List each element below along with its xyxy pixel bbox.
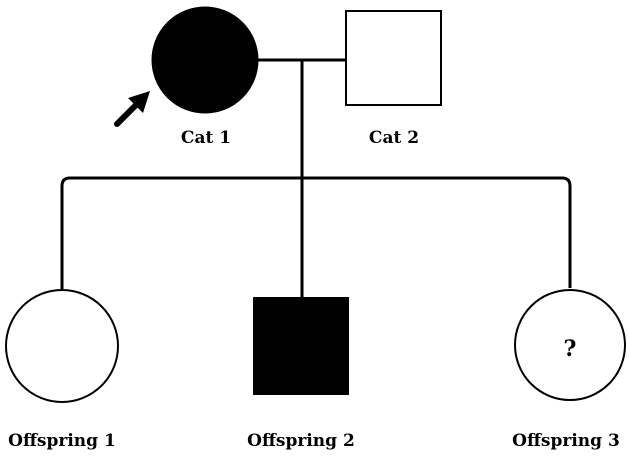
offspring-1-label: Offspring 1 bbox=[8, 431, 116, 451]
cat-2-symbol bbox=[345, 10, 442, 106]
offspring-2-symbol bbox=[253, 297, 349, 395]
offspring-3-symbol bbox=[514, 289, 626, 401]
cat-1-symbol bbox=[151, 6, 259, 114]
cat-2-label: Cat 2 bbox=[369, 128, 419, 148]
cat-1-label: Cat 1 bbox=[181, 128, 231, 148]
proband-arrow-icon bbox=[114, 91, 150, 127]
offspring-3-unknown-mark: ? bbox=[564, 336, 577, 362]
offspring-1-symbol bbox=[5, 289, 119, 403]
offspring-2-label: Offspring 2 bbox=[247, 431, 355, 451]
sibship-line bbox=[60, 176, 572, 298]
offspring-3-label: Offspring 3 bbox=[512, 431, 620, 451]
